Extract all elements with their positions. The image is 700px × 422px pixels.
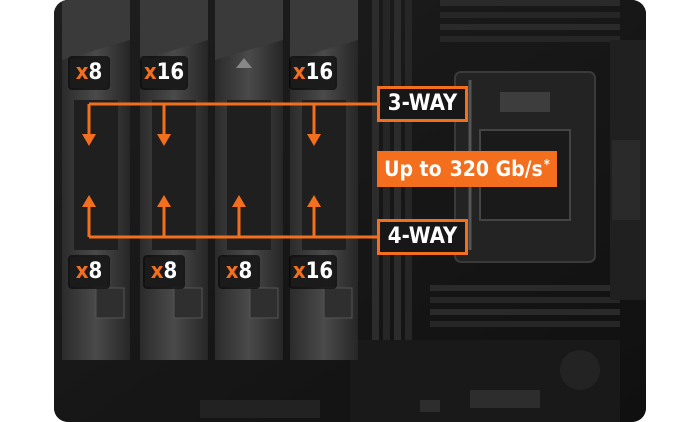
- lane-prefix: x: [292, 259, 306, 284]
- graphics-card-3: [215, 0, 283, 360]
- lane-value: 8: [163, 259, 178, 284]
- graphics-card-1: [62, 0, 130, 360]
- lane-value: 8: [238, 259, 253, 284]
- lane-value: 16: [305, 60, 334, 85]
- lane-prefix: x: [225, 259, 239, 284]
- lane-prefix: x: [75, 259, 89, 284]
- chipset-area: [200, 340, 620, 422]
- memory-slots-bottom: [430, 285, 620, 327]
- bandwidth-value: 320 Gb/s: [449, 156, 543, 181]
- graphics-card-2: [140, 0, 208, 360]
- lane-prefix: x: [75, 60, 89, 85]
- lane-value: 16: [305, 259, 334, 284]
- lane-prefix: x: [150, 259, 164, 284]
- lane-prefix: x: [143, 60, 157, 85]
- aorus-logo-icon: [236, 58, 252, 68]
- four-way-routing: [82, 195, 378, 239]
- four-way-label: 4-WAY: [377, 219, 468, 255]
- memory-slots-top: [440, 0, 620, 42]
- graphics-card-4: [290, 0, 358, 360]
- bandwidth-prefix: Up to: [384, 156, 442, 181]
- three-way-label: 3-WAY: [377, 86, 468, 122]
- three-way-routing: [82, 102, 378, 146]
- lane-prefix: x: [292, 60, 306, 85]
- lane-value: 8: [88, 259, 103, 284]
- bandwidth-footnote-mark: *: [543, 157, 550, 173]
- bandwidth-badge: Up to 320 Gb/s *: [377, 151, 557, 187]
- lane-value: 8: [88, 60, 103, 85]
- lane-value: 16: [156, 60, 185, 85]
